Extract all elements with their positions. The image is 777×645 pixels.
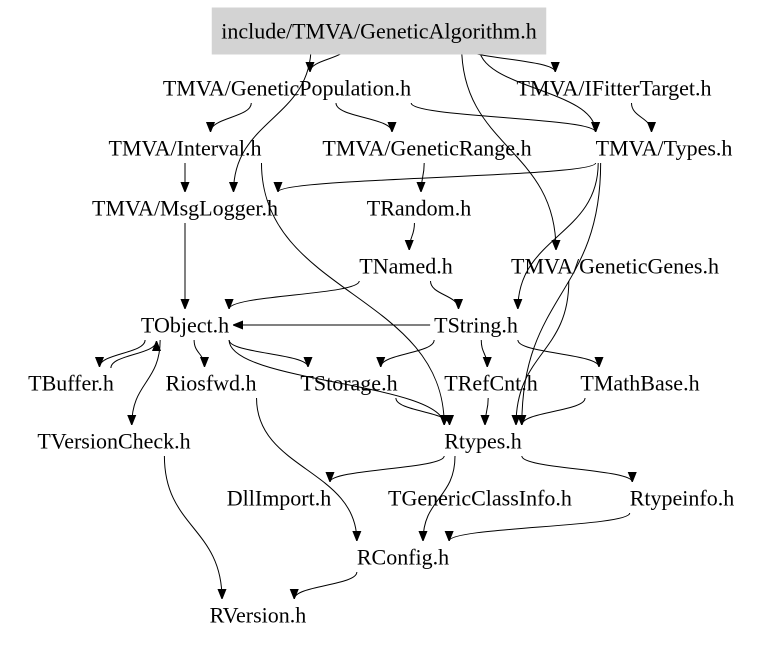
- edge-rtypes-to-dllimport: [330, 455, 445, 483]
- node-rtypes[interactable]: Rtypes.h: [444, 429, 522, 454]
- node-rversion[interactable]: RVersion.h: [210, 603, 307, 628]
- edge-tnamed-to-tstring: [430, 280, 459, 310]
- edge-tstring-to-tstorage: [381, 339, 435, 368]
- node-tobject[interactable]: TObject.h: [141, 313, 229, 338]
- node-label: TObject.h: [141, 313, 229, 338]
- node-label: TNamed.h: [359, 254, 452, 279]
- edge-tmathbase-to-rtypes: [522, 397, 586, 426]
- edge-tnamed-to-tobject: [229, 280, 360, 310]
- node-tversioncheck[interactable]: TVersionCheck.h: [37, 429, 190, 454]
- node-root[interactable]: include/TMVA/GeneticAlgorithm.h: [211, 7, 547, 55]
- node-rtypeinfo[interactable]: Rtypeinfo.h: [630, 486, 735, 511]
- edge-tobject-to-tbuffer: [100, 339, 146, 368]
- node-label: TVersionCheck.h: [37, 429, 190, 454]
- node-label: TMVA/GeneticPopulation.h: [163, 76, 411, 101]
- node-interval[interactable]: TMVA/Interval.h: [109, 136, 262, 161]
- node-label: RVersion.h: [210, 603, 307, 628]
- node-label: TRandom.h: [367, 196, 472, 221]
- node-label: TMathBase.h: [580, 371, 699, 396]
- edge-interval-to-rtypes: [260, 162, 444, 425]
- node-label: RConfig.h: [357, 545, 449, 570]
- edge-rtypes-to-rtypeinfo: [521, 455, 632, 483]
- edge-rconfig-to-rversion: [294, 571, 358, 600]
- edge-tbuffer-to-tobject: [110, 340, 157, 369]
- edge-tversioncheck-to-rversion: [163, 455, 222, 599]
- node-geneticrange[interactable]: TMVA/GeneticRange.h: [322, 136, 531, 161]
- edge-geneticgenes-to-rtypes: [516, 280, 570, 425]
- node-geneticgenes[interactable]: TMVA/GeneticGenes.h: [511, 254, 719, 279]
- edge-trefcnt-to-rtypes: [485, 397, 488, 425]
- edge-root-to-types: [478, 45, 596, 132]
- edge-tstring-to-trefcnt: [480, 339, 487, 367]
- edge-geneticpopulation-to-types: [410, 102, 595, 133]
- node-riosfwd[interactable]: Riosfwd.h: [165, 371, 256, 396]
- edge-root-to-geneticgenes: [461, 45, 556, 250]
- node-tgenericclassinfo[interactable]: TGenericClassInfo.h: [388, 486, 572, 511]
- node-label: TRefCnt.h: [444, 371, 538, 396]
- edge-tstorage-to-rtypes: [395, 397, 450, 426]
- edge-root-to-msglogger: [234, 45, 312, 192]
- edge-rtypes-to-rconfig: [423, 455, 456, 541]
- edge-geneticpopulation-to-geneticrange: [335, 102, 392, 133]
- node-types[interactable]: TMVA/Types.h: [596, 136, 733, 161]
- node-tnamed[interactable]: TNamed.h: [359, 254, 452, 279]
- node-label: Rtypeinfo.h: [630, 486, 735, 511]
- edge-ifittertarget-to-types: [631, 102, 652, 133]
- node-label: TMVA/IFitterTarget.h: [516, 76, 711, 101]
- edge-rtypeinfo-to-rconfig: [449, 512, 631, 542]
- node-geneticpopulation[interactable]: TMVA/GeneticPopulation.h: [163, 76, 411, 101]
- root-node-box: [211, 7, 547, 55]
- edges: [100, 45, 652, 600]
- node-tbuffer[interactable]: TBuffer.h: [28, 371, 114, 396]
- node-label: TStorage.h: [300, 371, 397, 396]
- edge-types-to-msglogger: [278, 162, 597, 193]
- node-label: TMVA/GeneticGenes.h: [511, 254, 719, 279]
- node-ifittertarget[interactable]: TMVA/IFitterTarget.h: [516, 76, 711, 101]
- node-label: TMVA/Interval.h: [109, 136, 262, 161]
- node-label: TGenericClassInfo.h: [388, 486, 572, 511]
- node-trefcnt[interactable]: TRefCnt.h: [444, 371, 538, 396]
- edge-riosfwd-to-rconfig: [256, 397, 357, 541]
- node-msglogger[interactable]: TMVA/MsgLogger.h: [92, 196, 278, 221]
- edge-geneticpopulation-to-interval: [211, 102, 252, 133]
- node-tmathbase[interactable]: TMathBase.h: [580, 371, 699, 396]
- node-label: include/TMVA/GeneticAlgorithm.h: [221, 19, 537, 44]
- node-label: Rtypes.h: [444, 429, 522, 454]
- node-rconfig[interactable]: RConfig.h: [357, 545, 449, 570]
- edge-tobject-to-rtypes: [228, 339, 444, 425]
- node-label: DllImport.h: [227, 486, 332, 511]
- edge-tobject-to-riosfwd: [193, 339, 204, 368]
- node-trandom[interactable]: TRandom.h: [367, 196, 472, 221]
- edge-geneticrange-to-trandom: [421, 162, 424, 192]
- node-label: TString.h: [434, 313, 518, 338]
- node-label: TMVA/Types.h: [596, 136, 733, 161]
- node-label: TMVA/MsgLogger.h: [92, 196, 278, 221]
- edge-types-to-tstring: [518, 162, 599, 309]
- node-label: TMVA/GeneticRange.h: [322, 136, 531, 161]
- edge-tobject-to-tversioncheck: [132, 339, 161, 425]
- edge-tobject-to-tstorage: [228, 339, 308, 368]
- node-tstorage[interactable]: TStorage.h: [300, 371, 397, 396]
- node-tstring[interactable]: TString.h: [434, 313, 518, 338]
- edge-trandom-to-tnamed: [409, 222, 415, 250]
- nodes: include/TMVA/GeneticAlgorithm.hTMVA/Gene…: [28, 7, 735, 628]
- edge-tstring-to-tmathbase: [517, 339, 599, 368]
- node-dllimport[interactable]: DllImport.h: [227, 486, 332, 511]
- node-label: TBuffer.h: [28, 371, 114, 396]
- node-label: Riosfwd.h: [165, 371, 256, 396]
